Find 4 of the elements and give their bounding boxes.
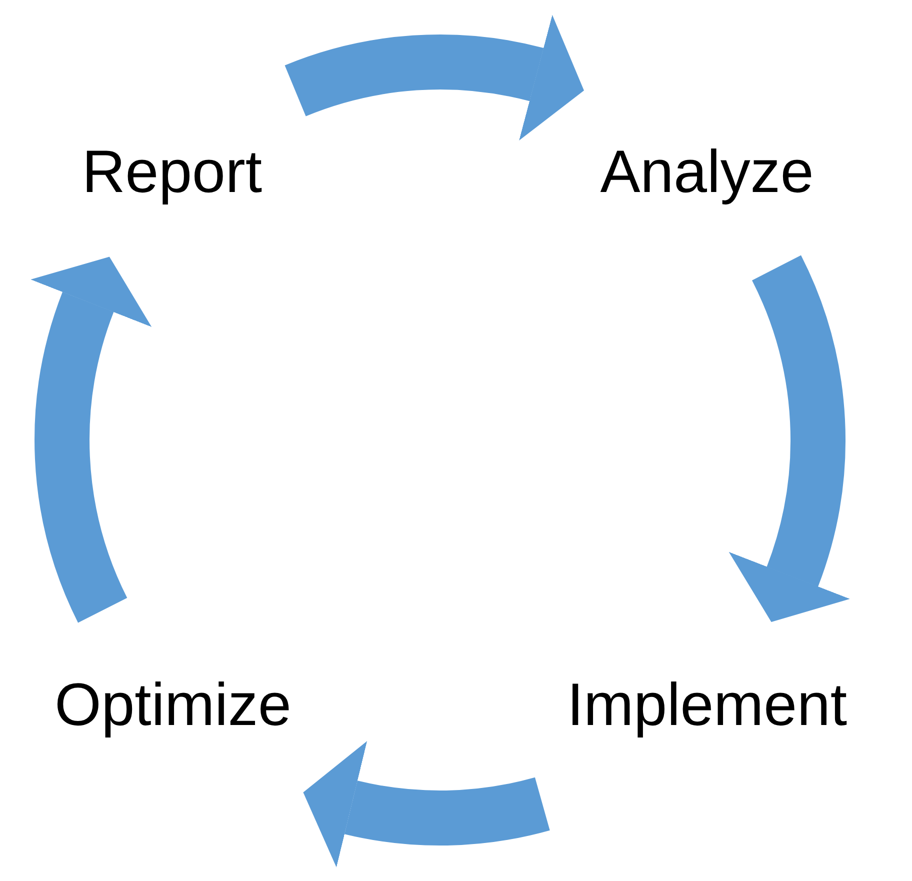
step-label: Optimize xyxy=(54,669,292,741)
step-label: Report xyxy=(82,136,262,208)
step-label: Analyze xyxy=(600,136,814,208)
step-label: Implement xyxy=(566,669,848,741)
